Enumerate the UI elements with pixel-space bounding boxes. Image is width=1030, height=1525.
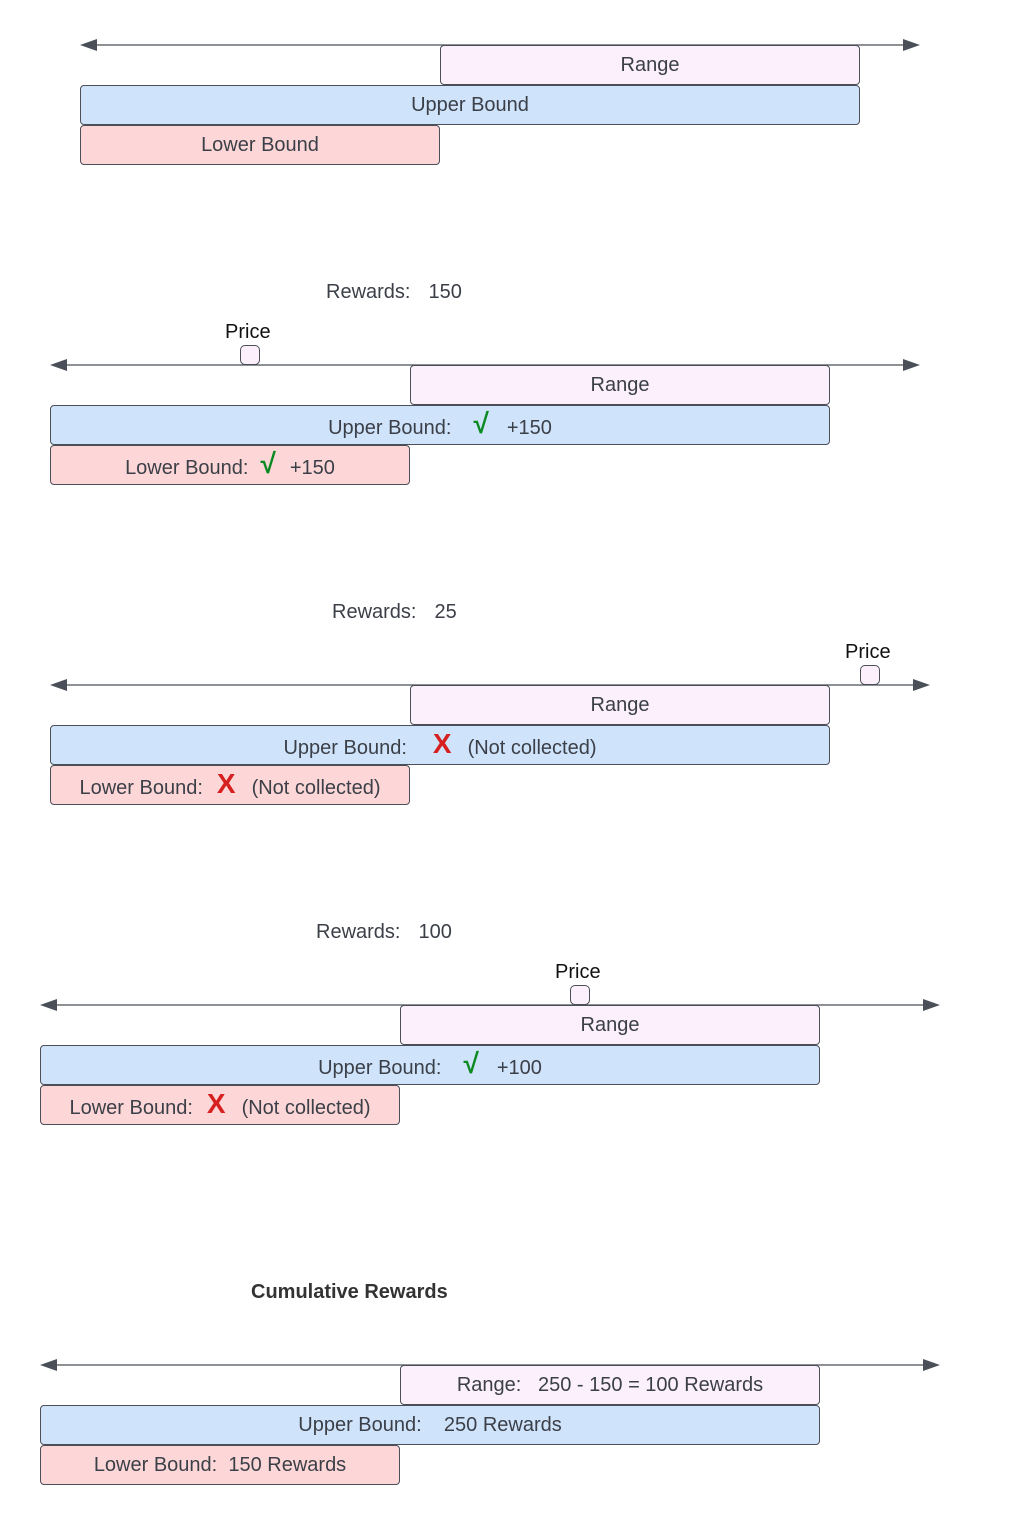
- price-label: Price: [845, 641, 891, 663]
- rewards-value: 25: [434, 601, 457, 623]
- upper-bound-bar: Upper Bound: 250 Rewards: [40, 1405, 820, 1445]
- cross-icon: X: [432, 728, 452, 759]
- price-label: Price: [225, 321, 271, 343]
- upper-bound-bar: Upper Bound: √ +150: [50, 405, 830, 445]
- check-icon: √: [473, 408, 489, 439]
- range-bar: Range: [410, 365, 830, 405]
- upper-bound-bar: Upper Bound: √ +100: [40, 1045, 820, 1085]
- cumulative-title: Cumulative Rewards: [251, 1281, 448, 1303]
- check-icon: √: [260, 448, 276, 479]
- range-bar: Range: [410, 685, 830, 725]
- rewards-label: Rewards:150: [326, 281, 462, 303]
- range-bar: Range: [400, 1005, 820, 1045]
- rewards-value: 150: [428, 281, 462, 303]
- upper-bound-bar: Upper Bound: X (Not collected): [50, 725, 830, 765]
- rewards-label: Rewards:25: [332, 601, 457, 623]
- range-bar: Range: 250 - 150 = 100 Rewards: [400, 1365, 820, 1405]
- cross-icon: X: [206, 1088, 226, 1119]
- upper-bound-bar: Upper Bound: [80, 85, 860, 125]
- lower-bound-bar: Lower Bound: X (Not collected): [50, 765, 410, 805]
- rewards-value: 100: [418, 921, 452, 943]
- lower-bound-bar: Lower Bound: X (Not collected): [40, 1085, 400, 1125]
- lower-bound-bar: Lower Bound: [80, 125, 440, 165]
- lower-bound-bar: Lower Bound: √ +150: [50, 445, 410, 485]
- rewards-label: Rewards:100: [316, 921, 452, 943]
- cross-icon: X: [216, 768, 236, 799]
- check-icon: √: [463, 1048, 479, 1079]
- price-label: Price: [555, 961, 601, 983]
- range-bar: Range: [440, 45, 860, 85]
- lower-bound-bar: Lower Bound: 150 Rewards: [40, 1445, 400, 1485]
